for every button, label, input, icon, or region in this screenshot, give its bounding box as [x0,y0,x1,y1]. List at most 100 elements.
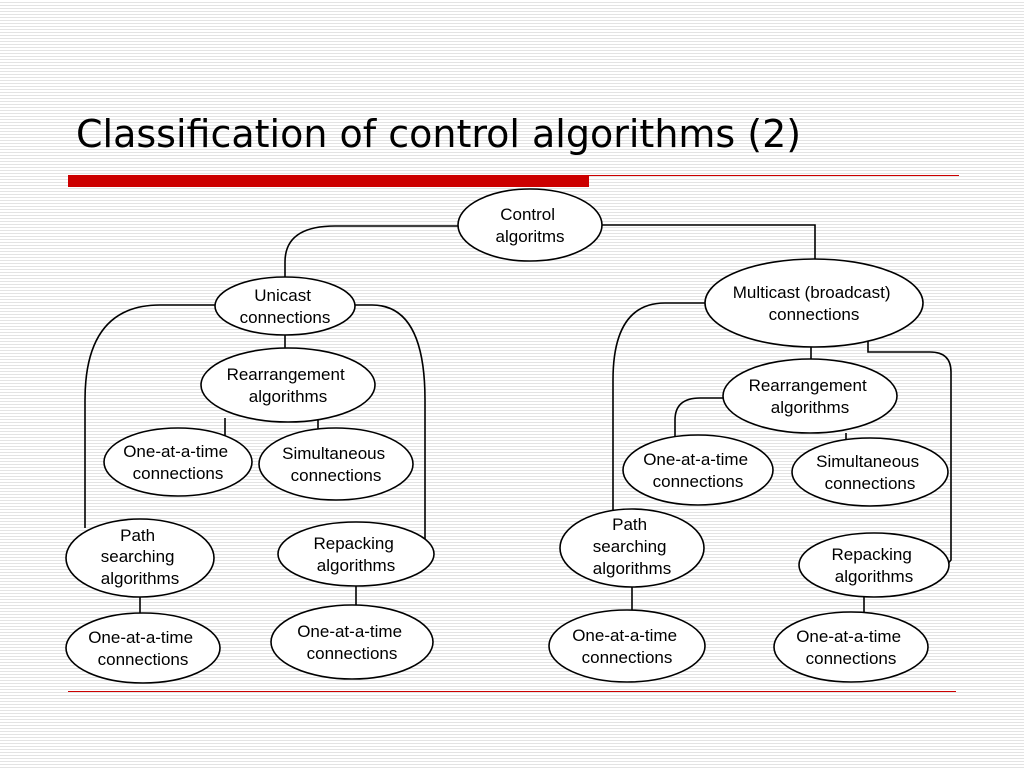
node-multicast-path-one-ellipse [548,609,706,683]
node-unicast-rearrangement-line-2: algorithms [249,387,327,406]
node-root-ellipse [457,188,603,262]
node-root-line-2: algoritms [496,227,565,246]
node-multicast-rearr-one-line-2: connections [653,472,744,491]
node-multicast-rearr-sim-line-1: Simultaneous [816,452,919,471]
node-multicast-repack-one-line-2: connections [806,649,897,668]
svg-text:Simultaneous connections: Simultaneous connections [282,444,390,485]
node-unicast-rearrangement-line-1: Rearrangement [227,365,345,384]
node-multicast-line-2: connections [769,305,860,324]
node-unicast-repack-line-1: Repacking [313,534,393,553]
node-multicast-rearrangement-line-2: algorithms [771,398,849,417]
edge-multicast-repack [867,340,952,567]
node-unicast-rearr-sim-line-1: Simultaneous [282,444,385,463]
node-unicast-rearr-one-line-1: One-at-a-time [123,442,228,461]
node-unicast-path-line-2: searching [101,547,175,566]
node-unicast-repack-ellipse [277,521,435,587]
node-unicast-repack-one-ellipse [270,604,434,680]
svg-text:Rearrangement algorithms: Rearrangement algorithms [227,365,350,406]
node-unicast-repack-one-at-a-time: One-at-a-time connections [270,604,434,680]
node-unicast-path-searching: Path searching algorithms [65,518,215,598]
node-unicast-ellipse [214,276,356,336]
edge-root-unicast [284,225,460,278]
node-multicast-path-line-1: Path [612,515,647,534]
node-multicast-rearr-sim-line-2: connections [825,474,916,493]
node-multicast-connections: Multicast (broadcast) connections [704,258,924,348]
edge-multicast-path [612,302,708,510]
node-unicast-rearrangement-ellipse [200,347,376,423]
title-underline [589,175,959,176]
node-unicast-path-line-1: Path [120,526,155,545]
svg-text:One-at-a-time connection: One-at-a-time connections [572,626,682,667]
node-multicast-path-one-line-1: One-at-a-time [572,626,677,645]
node-unicast-line-2: connections [240,308,331,327]
node-multicast-path-line-3: algorithms [593,559,671,578]
node-multicast-path-one-line-2: connections [582,648,673,667]
node-unicast-path-one-line-2: connections [98,650,189,669]
node-multicast-repack-one-ellipse [773,611,929,683]
edge-unicast-path [84,304,216,528]
node-unicast-connections: Unicast connections [214,276,356,336]
node-unicast-path-ellipse [65,518,215,598]
node-unicast-repack-one-line-1: One-at-a-time [297,622,402,641]
node-unicast-rearr-simultaneous: Simultaneous connections [258,427,414,501]
node-multicast-rearr-one-line-1: One-at-a-time [643,450,748,469]
node-multicast-rearrangement-line-1: Rearrangement [749,376,867,395]
svg-text:One-at-a-time connection: One-at-a-time connections [88,628,198,669]
svg-text:Simultaneous connections: Simultaneous connections [816,452,924,493]
node-multicast-rearr-sim-ellipse [791,437,949,507]
svg-text:Repacking algorithms: Repacking algorithms [831,545,916,586]
node-multicast-path-ellipse [559,508,705,588]
node-multicast-path-one-at-a-time: One-at-a-time connections [548,609,706,683]
node-unicast-rearr-sim-ellipse [258,427,414,501]
svg-text:One-at-a-time connection: One-at-a-time connections [297,622,407,663]
node-unicast-rearr-one-ellipse [103,427,253,497]
title-accent-bar [68,175,589,187]
node-multicast-path-line-2: searching [593,537,667,556]
edge-root-multicast [600,224,816,260]
node-unicast-repack-line-2: algorithms [317,556,395,575]
node-multicast-repack-line-2: algorithms [835,567,913,586]
node-multicast-repacking: Repacking algorithms [798,532,950,598]
node-unicast-path-one-at-a-time: One-at-a-time connections [65,612,221,684]
bottom-rule [68,691,956,692]
diagram-edges [84,224,952,613]
node-multicast-repack-one-at-a-time: One-at-a-time connections [773,611,929,683]
node-unicast-path-line-3: algorithms [101,569,179,588]
node-root: Control algoritms [457,188,603,262]
node-multicast-path-searching: Path searching algorithms [559,508,705,588]
node-unicast-path-one-line-1: One-at-a-time [88,628,193,647]
node-root-line-1: Control [500,205,555,224]
node-unicast-rearrangement: Rearrangement algorithms [200,347,376,423]
node-multicast-repack-ellipse [798,532,950,598]
node-multicast-line-1: Multicast (broadcast) [733,283,891,302]
node-unicast-rearr-one-line-2: connections [133,464,224,483]
svg-text:Unicast connections: Unicast connections [240,286,331,327]
svg-text:Repacking algorithms: Repacking algorithms [313,534,398,575]
svg-text:One-at-a-time connection: One-at-a-time connections [796,627,906,668]
node-unicast-path-one-ellipse [65,612,221,684]
node-multicast-repack-one-line-1: One-at-a-time [796,627,901,646]
node-unicast-repacking: Repacking algorithms [277,521,435,587]
edge-multicast-rearr-one [674,397,725,440]
node-multicast-rearr-one-ellipse [622,434,774,506]
svg-text:Control algoritms: Control algoritms [496,205,565,246]
node-multicast-rearrangement: Rearrangement algorithms [722,358,898,434]
svg-text:One-at-a-time connection: One-at-a-time connections [643,450,753,491]
edge-unicast-repack [352,304,426,540]
node-unicast-repack-one-line-2: connections [307,644,398,663]
node-multicast-repack-line-1: Repacking [831,545,911,564]
node-multicast-rearr-one-at-a-time: One-at-a-time connections [622,434,774,506]
node-unicast-line-1: Unicast [254,286,311,305]
node-unicast-rearr-sim-line-2: connections [291,466,382,485]
svg-text:Multicast (broadcast) co: Multicast (broadcast) connections [733,283,896,324]
node-multicast-ellipse [704,258,924,348]
svg-text:Path searching alg: Path searching algorithms [593,515,671,578]
svg-text:One-at-a-time connection: One-at-a-time connections [123,442,233,483]
node-multicast-rearr-simultaneous: Simultaneous connections [791,437,949,507]
slide-title: Classification of control algorithms (2) [76,112,802,156]
svg-text:Rearrangement algorithms: Rearrangement algorithms [749,376,872,417]
node-unicast-rearr-one-at-a-time: One-at-a-time connections [103,427,253,497]
svg-text:Path searching alg: Path searching algorithms [101,526,179,588]
node-multicast-rearrangement-ellipse [722,358,898,434]
